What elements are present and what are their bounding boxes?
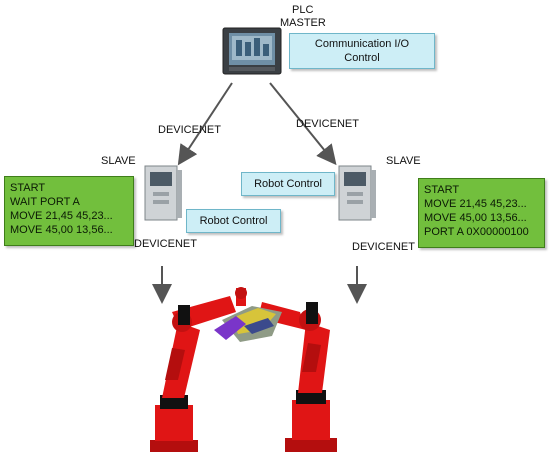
program-box-right: START MOVE 21,45 45,23... MOVE 45,00 13,… [418, 178, 545, 248]
slave-controller-left [144, 165, 182, 221]
slave-controller-right [338, 165, 376, 221]
program-box-left: START WAIT PORT A MOVE 21,45 45,23... MO… [4, 176, 134, 246]
slave-label-left: SLAVE [101, 155, 136, 167]
devicenet-label-left: DEVICENET [158, 124, 221, 136]
robot-control-callout-left-text: Robot Control [199, 215, 268, 227]
program-line: PORT A 0X00000100 [424, 226, 529, 238]
communication-io-callout: Communication I/O Control [289, 33, 435, 69]
communication-io-callout-text: Communication I/O Control [314, 38, 410, 64]
robot-control-callout-left: Robot Control [186, 209, 281, 233]
program-line: MOVE 21,45 45,23... [424, 198, 527, 210]
plc-master-device [222, 27, 282, 75]
master-label: MASTER [280, 17, 326, 29]
devicenet-arrow-right [269, 82, 337, 166]
slave-label-right: SLAVE [386, 155, 421, 167]
program-line: MOVE 45,00 13,56... [10, 224, 113, 236]
devicenet-drop-label-right: DEVICENET [352, 241, 415, 253]
program-line: MOVE 45,00 13,56... [424, 212, 527, 224]
program-line: START [424, 184, 460, 196]
robot-control-callout-right: Robot Control [241, 172, 335, 196]
devicenet-arrow-left [177, 82, 233, 166]
program-line: WAIT PORT A [10, 196, 80, 208]
devicenet-drop-label-left: DEVICENET [134, 238, 197, 250]
devicenet-label-right: DEVICENET [296, 118, 359, 130]
industrial-robots-image [150, 287, 337, 452]
robot-control-callout-right-text: Robot Control [254, 178, 322, 190]
program-line: MOVE 21,45 45,23... [10, 210, 113, 222]
program-line: START [10, 182, 46, 194]
plc-label: PLC [292, 4, 314, 16]
